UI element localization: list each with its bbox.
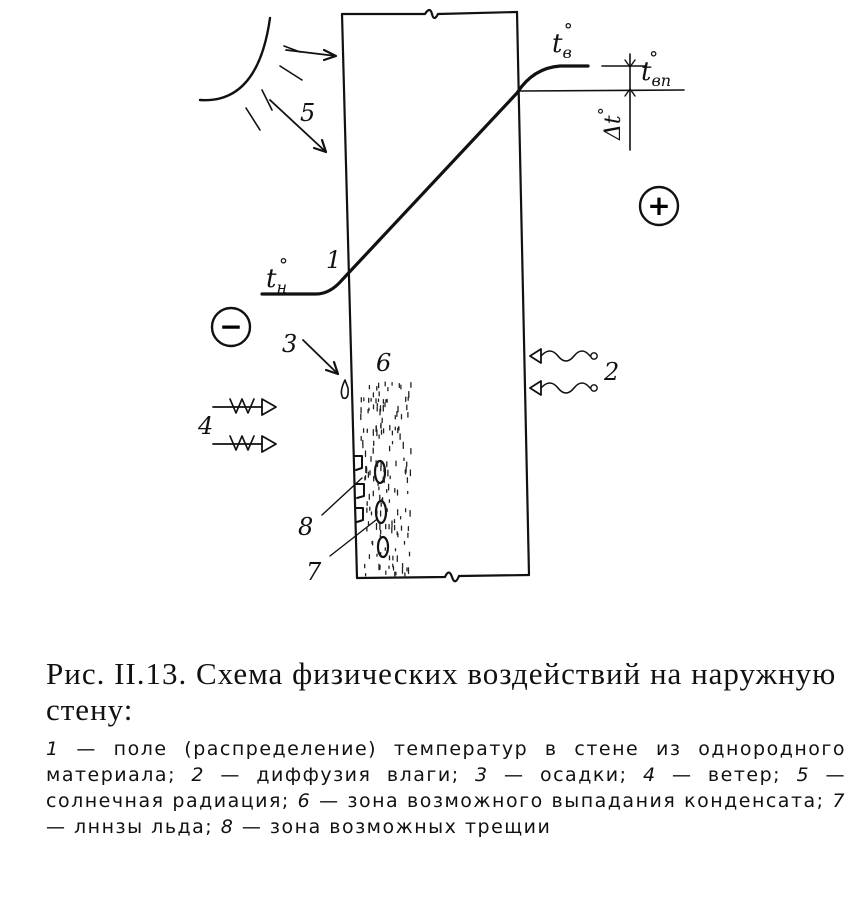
wall-outer-face xyxy=(340,12,359,580)
caption-title: Рис. II.13. Схема физических воздействий… xyxy=(46,656,837,727)
crack-notch xyxy=(354,507,364,523)
radiation-arrow-head xyxy=(322,48,338,62)
minus-circle xyxy=(210,306,252,348)
sun-icon xyxy=(198,16,272,102)
crack-notch xyxy=(353,455,363,471)
inner-surface-ref-line xyxy=(519,89,685,92)
raindrop-icon xyxy=(340,379,349,400)
legend-text: — лннзы льда; xyxy=(46,816,221,838)
wall-inner-face xyxy=(515,10,531,577)
plus-sign: + xyxy=(647,189,670,222)
label-8: 8 xyxy=(298,513,313,541)
legend-number: 3 xyxy=(475,764,489,786)
legend-number: 7 xyxy=(832,790,846,812)
figure-caption: Рис. II.13. Схема физических воздействий… xyxy=(46,656,846,840)
caption-legend: 1 — поле (распределение) температур в ст… xyxy=(46,736,846,840)
sun-ray xyxy=(261,89,273,111)
legend-text: — осадки; xyxy=(488,764,643,786)
legend-text: — ветер; xyxy=(656,764,797,786)
radiation-arrow xyxy=(269,99,327,153)
leader-line-8 xyxy=(321,477,363,516)
moisture-diffusion-arrow xyxy=(529,380,598,396)
delta-t-arrow-bottom xyxy=(624,88,636,97)
legend-text: — зона возможных трещии xyxy=(234,816,552,838)
label-2: 2 xyxy=(603,358,619,386)
wind-arrow xyxy=(212,435,277,453)
wall-top-break xyxy=(340,8,519,20)
radiation-arrow-head xyxy=(312,138,328,154)
moisture-diffusion-arrow xyxy=(529,348,598,364)
condensation-zone xyxy=(360,381,412,579)
radiation-arrow xyxy=(285,49,337,57)
legend-text: — диффузия влаги; xyxy=(205,764,476,786)
wall-diagram: tв° tвп° Δt° tн° + − 1 2 3 4 5 6 7 8 xyxy=(197,8,685,586)
legend-number: 2 xyxy=(191,764,205,786)
label-6: 6 xyxy=(376,349,391,377)
sun-ray xyxy=(279,65,303,81)
temperature-profile-line xyxy=(260,64,590,296)
legend-text: — солнечная радиация; xyxy=(46,764,846,812)
label-7: 7 xyxy=(306,558,322,586)
crack-notch xyxy=(354,483,365,499)
wind-arrow xyxy=(212,398,277,416)
plus-circle xyxy=(638,185,680,227)
label-1: 1 xyxy=(326,246,341,274)
legend-number: 4 xyxy=(642,764,657,786)
label-t-in: tв° xyxy=(552,20,573,62)
delta-t-arrow-top xyxy=(624,59,636,68)
ice-lens xyxy=(374,499,388,525)
label-delta-t: Δt° xyxy=(595,107,626,141)
precipitation-arrow xyxy=(302,339,339,375)
label-5: 5 xyxy=(300,99,315,127)
label-t-out: tн° xyxy=(266,255,288,297)
wall-bottom-break xyxy=(355,571,531,583)
label-4: 4 xyxy=(197,412,213,440)
sun-ray xyxy=(245,107,261,131)
legend-text: — поле (распределение) температур в стен… xyxy=(46,738,846,786)
label-3: 3 xyxy=(282,330,297,358)
legend-number: 1 xyxy=(46,738,60,760)
legend-text: — зона возможного выпадания конденсата; xyxy=(311,790,833,812)
legend-number: 5 xyxy=(796,764,811,786)
precipitation-arrow-head xyxy=(324,360,340,376)
ice-lens xyxy=(376,535,390,559)
label-t-in-surface: tвп° xyxy=(641,48,671,90)
legend-number: 8 xyxy=(220,816,235,838)
minus-sign: − xyxy=(219,310,242,343)
legend-number: 6 xyxy=(297,790,312,812)
